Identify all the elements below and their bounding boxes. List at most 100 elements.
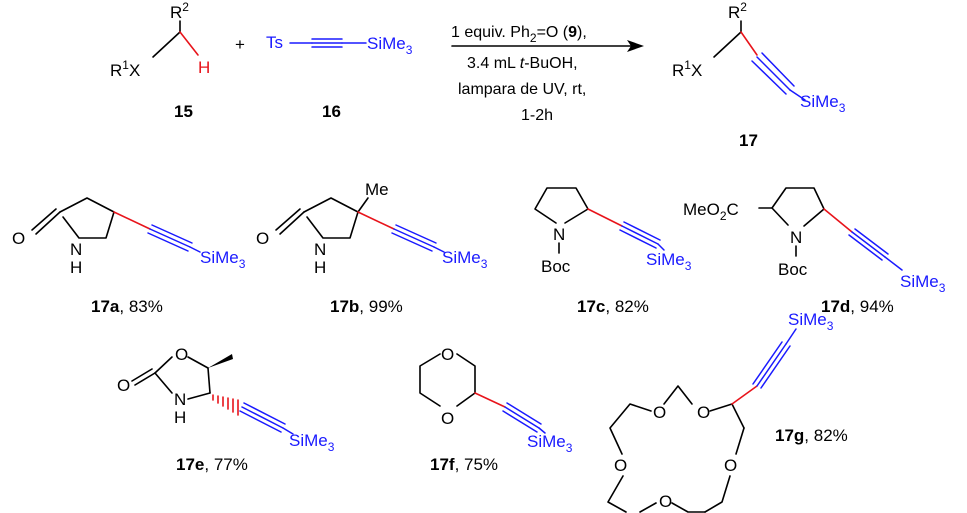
structure-17a: O N H SiMe3 17a, 83% (12, 197, 246, 316)
arrow-head (627, 40, 644, 52)
label-17d: 17d, 94% (821, 297, 894, 316)
oxygen-label: O (12, 229, 25, 248)
bond (785, 328, 797, 345)
triple-bond-line (506, 402, 542, 425)
label-17b: 17b, 99% (330, 297, 403, 316)
ring-bonds (704, 475, 731, 513)
condition-line-1: 1 equiv. Ph2=O (9), (451, 24, 587, 45)
double-bond (31, 208, 57, 231)
bond (187, 356, 209, 369)
bond (639, 502, 657, 513)
bond (154, 372, 173, 394)
sime3-label: SiMe3 (788, 310, 834, 333)
structure-17e: O O N H SiMe3 17e, 77% (117, 345, 335, 474)
bond (731, 403, 745, 429)
nitrogen-label: N (790, 228, 802, 247)
ring-oxygen-label: O (175, 345, 188, 364)
bond (789, 89, 806, 101)
carbonyl-oxygen-label: O (117, 376, 130, 395)
plus-sign: + (235, 35, 245, 54)
ring-bonds (59, 197, 115, 239)
oxygen-label-top: O (441, 345, 454, 364)
bond (433, 246, 445, 253)
structure-17f: O O SiMe3 17f, 75% (419, 345, 573, 474)
oxygen-label: O (614, 456, 627, 475)
triple-bond-line (756, 343, 787, 387)
triple-bond-line (241, 406, 284, 429)
reagent-16: Ts SiMe3 16 (266, 33, 413, 121)
triple-bond-line (147, 232, 189, 252)
triple-bond-line (756, 56, 791, 91)
compound-number-17: 17 (739, 131, 758, 150)
nh-hydrogen-label: H (70, 258, 82, 277)
structure-17d: MeO2C N Boc SiMe3 17d, 94% (683, 187, 946, 316)
double-bond (275, 208, 301, 231)
sime3-label: SiMe3 (367, 34, 413, 57)
compound-number-16: 16 (322, 102, 341, 121)
r2-label: R2 (728, 0, 747, 22)
bond (152, 31, 181, 58)
label-17e: 17e, 77% (176, 455, 248, 474)
oxygen-label: O (653, 403, 666, 422)
bond (713, 31, 742, 58)
substrate-15: R2 R1X H 15 (110, 0, 210, 121)
c-h-bond (179, 31, 199, 56)
triple-bond-line (243, 402, 286, 425)
bond (538, 427, 546, 434)
bond (357, 197, 369, 213)
triple-bond-line (395, 224, 437, 244)
new-c-c-bond (823, 208, 853, 233)
triple-bond-line (760, 345, 791, 389)
triple-bond-line (761, 52, 795, 87)
boc-label: Boc (778, 260, 808, 279)
triple-bond-line (391, 232, 433, 252)
bond (154, 356, 173, 374)
triple-bond-line (621, 225, 659, 245)
compound-number-15: 15 (174, 102, 193, 121)
ring-bonds (607, 475, 627, 513)
hydrogen-label: H (198, 58, 210, 77)
bond (282, 427, 294, 435)
ring-bonds (671, 502, 706, 513)
r1x-label: R1X (110, 58, 140, 80)
triple-bond-line (854, 228, 889, 255)
ring-bonds (534, 187, 589, 224)
sime3-label: SiMe3 (646, 250, 692, 273)
triple-bond-line (752, 341, 783, 385)
triple-bond-line (848, 234, 883, 261)
structure-17c: N Boc SiMe3 17c, 82% (534, 187, 692, 316)
double-bond (35, 211, 61, 235)
triple-bond-line (149, 228, 191, 248)
triple-bond-line (151, 224, 193, 244)
bond (207, 367, 211, 394)
bond (657, 243, 665, 251)
bond (187, 392, 211, 400)
sime3-label: SiMe3 (200, 248, 246, 271)
double-bond (279, 211, 305, 235)
new-c-c-bond (740, 31, 758, 56)
bond (735, 427, 745, 455)
bond (709, 403, 733, 412)
double-bond (134, 372, 156, 386)
label-17c: 17c, 82% (577, 297, 649, 316)
ring-bonds (663, 385, 693, 405)
ester-label: MeO2C (683, 200, 739, 223)
nh-hydrogen-label: H (314, 258, 326, 277)
sime3-label: SiMe3 (442, 248, 488, 271)
nitrogen-label: N (314, 240, 326, 259)
new-c-c-bond (731, 385, 758, 405)
label-17f: 17f, 75% (430, 455, 498, 474)
triple-bond-line (504, 406, 540, 429)
nitrogen-label: N (553, 225, 565, 244)
triple-bond-line (623, 221, 661, 241)
oxygen-label: O (697, 403, 710, 422)
condition-line-3: lampara de UV, rt, (458, 81, 586, 98)
triple-bond-line (619, 229, 657, 249)
ts-label: Ts (266, 33, 283, 52)
new-c-c-bond (113, 211, 151, 230)
nh-hydrogen-label: H (174, 408, 186, 427)
label-17g: 17g, 82% (775, 426, 848, 445)
triple-bond-line (239, 410, 282, 433)
bond (189, 246, 201, 253)
